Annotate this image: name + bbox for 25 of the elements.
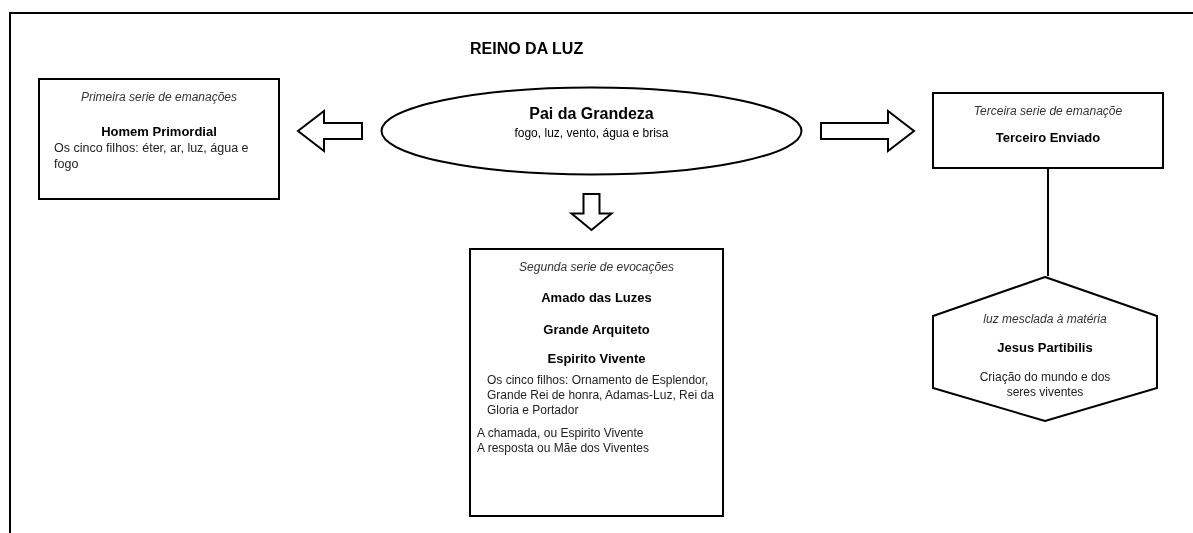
node-text: Criação do mundo e dos seres viventes [978,369,1112,400]
node-text: A resposta ou Mãe dos Viventes [477,440,649,456]
node-text: Os cinco filhos: éter, ar, luz, água e fogo [53,140,250,173]
node-text: A chamada, ou Espirito Vivente [477,425,644,441]
node-subtitle: luz mesclada à matéria [983,311,1107,328]
node-title: Homem Primordial [101,124,217,141]
node-text: Os cinco filhos: Ornamento de Esplendor, Grande Rei de honra, Adamas-Luz, Rei da Gloria e Portador [486,372,715,418]
block-arrow [568,193,615,232]
process-box [469,248,724,517]
node-title: Grande Arquiteto [543,320,650,339]
node-title: Pai da Grandeza [529,104,654,124]
node-title: Terceiro Enviado [995,129,1101,147]
node-title: Jesus Partibilis [997,339,1093,357]
node-subtitle: Primeira serie de emanações [80,89,238,106]
node-text: fogo, luz, vento, água e brisa [514,126,669,141]
node-subtitle: Segunda serie de evocações [519,259,674,276]
connector-line [1047,168,1049,277]
process-box [38,78,280,200]
block-arrow [296,108,363,154]
node-subtitle: Terceira serie de emanaçõe [973,103,1123,120]
node-title: Amado das Luzes [541,289,652,307]
block-arrow [820,108,916,154]
node-title: Espirito Vivente [547,350,646,368]
diagram-title: REINO DA LUZ [470,39,584,59]
process-box [932,92,1164,169]
